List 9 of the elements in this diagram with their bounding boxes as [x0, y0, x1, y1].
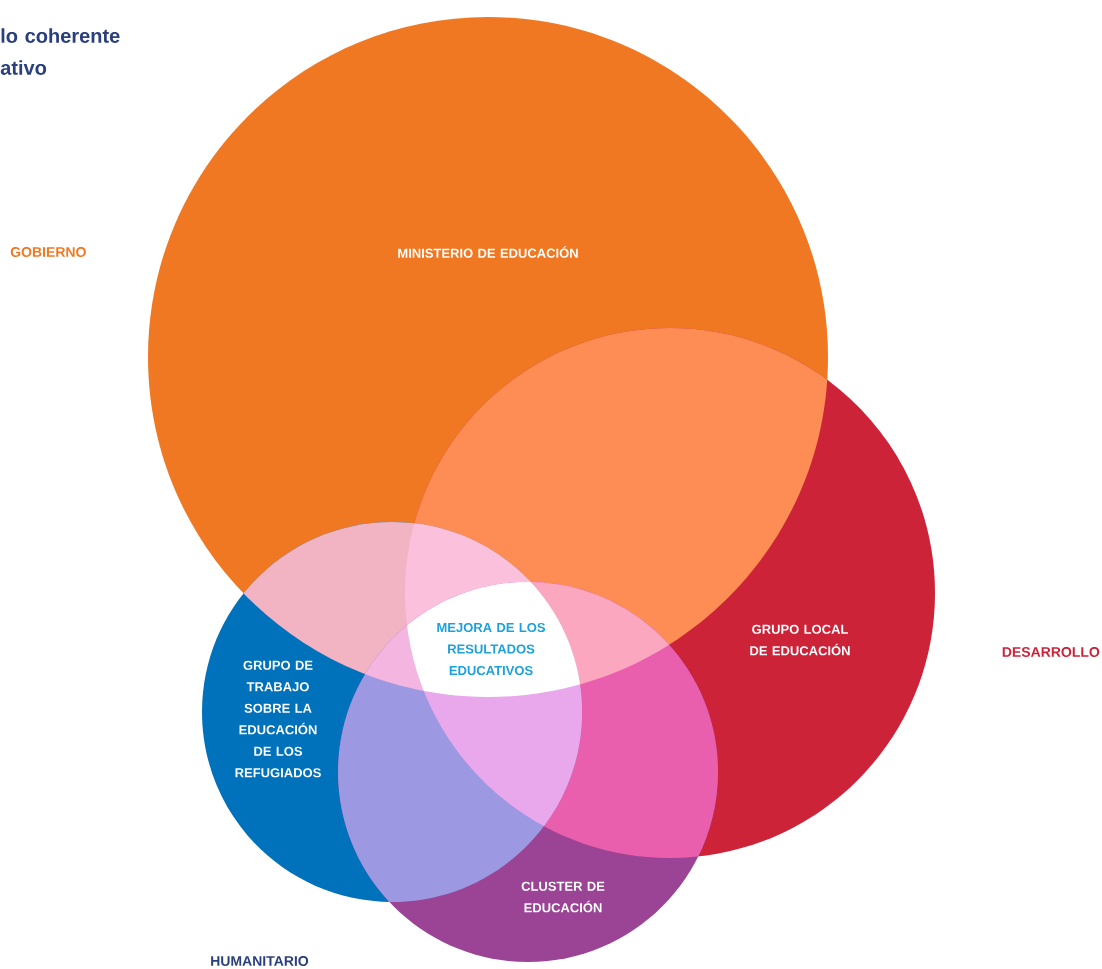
title: lo coherente ativo — [0, 28, 120, 75]
circle-label: GRUPO LOCAL DE EDUCACIÓN — [750, 624, 850, 656]
circle-label: GRUPO DE TRABAJO SOBRE LA EDUCACIÓN DE LOS REFUGIADOS — [235, 660, 321, 778]
circle-label: MINISTERIO DE EDUCACIÓN — [398, 246, 578, 258]
category-label: HUMANITARIO — [211, 956, 309, 966]
center-label: MEJORA DE LOS RESULTADOS EDUCATIVOS — [437, 622, 546, 676]
category-label: GOBIERNO — [10, 247, 86, 257]
circle-label: CLUSTER DE EDUCACIÓN — [521, 881, 605, 913]
category-label: DESARROLLO — [1002, 647, 1100, 657]
